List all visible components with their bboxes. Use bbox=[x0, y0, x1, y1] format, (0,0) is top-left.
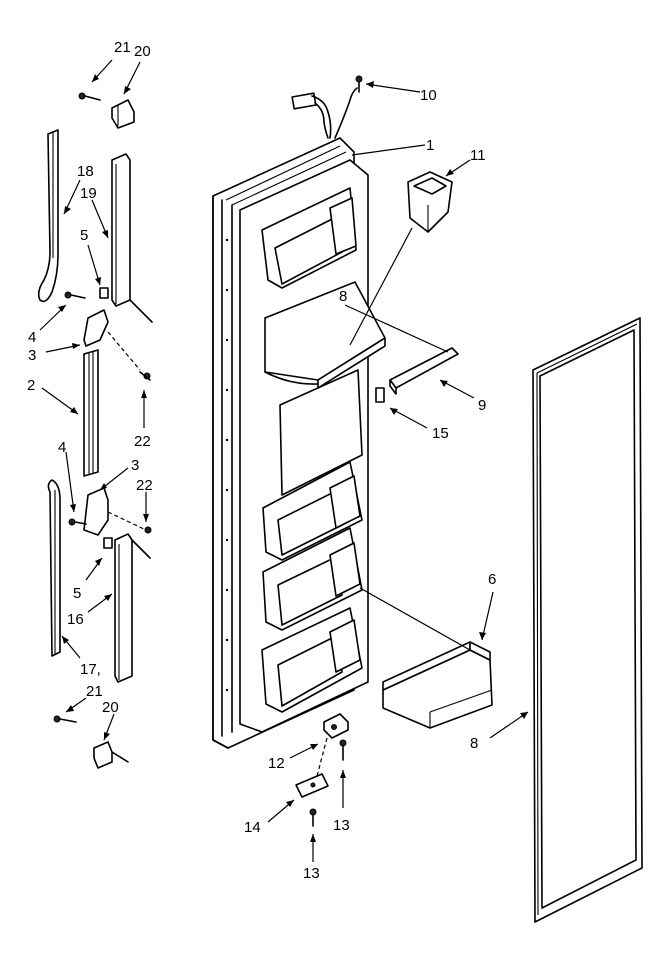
callout-20: 20 bbox=[102, 699, 119, 716]
callout-5: 5 bbox=[73, 585, 81, 602]
callout-3: 3 bbox=[28, 347, 36, 364]
callout-6: 6 bbox=[488, 571, 496, 588]
lower-channel bbox=[114, 533, 151, 683]
clip-15 bbox=[375, 387, 385, 403]
callout-15: 15 bbox=[432, 425, 449, 442]
callout-18: 18 bbox=[77, 163, 94, 180]
callout-9: 9 bbox=[478, 397, 486, 414]
screw-10 bbox=[355, 75, 363, 93]
lower-trim-strip bbox=[47, 479, 61, 657]
door-liner bbox=[212, 137, 386, 749]
upper-trim-strip bbox=[37, 129, 59, 303]
wire-harness bbox=[291, 87, 358, 139]
callout-1: 1 bbox=[426, 137, 434, 154]
callout-4: 4 bbox=[28, 329, 36, 346]
upper-hinge bbox=[64, 287, 151, 381]
callout-4: 4 bbox=[58, 439, 66, 456]
callout-16: 16 bbox=[67, 611, 84, 628]
callout-8: 8 bbox=[339, 288, 347, 305]
callout-3: 3 bbox=[131, 457, 139, 474]
callout-11: 11 bbox=[470, 147, 486, 164]
callout-14: 14 bbox=[244, 819, 261, 836]
callout-13: 13 bbox=[333, 817, 350, 834]
upper-channel bbox=[111, 153, 153, 323]
gasket-rivets bbox=[225, 238, 229, 692]
callout-22: 22 bbox=[136, 477, 153, 494]
door-gasket bbox=[532, 317, 643, 923]
leader-lines bbox=[39, 59, 529, 862]
callout-13: 13 bbox=[303, 865, 320, 882]
callout-21: 21 bbox=[114, 39, 131, 56]
top-hinge-cap bbox=[78, 92, 135, 129]
callout-8: 8 bbox=[470, 735, 478, 752]
callout-22: 22 bbox=[134, 433, 151, 450]
dispenser-chute bbox=[349, 171, 453, 346]
bottom-hinge-cap bbox=[53, 715, 129, 769]
callout-17: 17, bbox=[80, 661, 101, 678]
callout-2: 2 bbox=[27, 377, 35, 394]
callout-10: 10 bbox=[420, 87, 437, 104]
bottom-hinge-parts bbox=[295, 713, 349, 827]
door-bin bbox=[359, 587, 493, 729]
callout-labels: 1 2 3 3 4 4 5 5 6 8 9 10 11 12 13 13 14 … bbox=[27, 39, 496, 882]
callout-20: 20 bbox=[134, 43, 151, 60]
callout-21: 21 bbox=[86, 683, 103, 700]
lower-hinge bbox=[68, 487, 152, 549]
trim-strip: 8 bbox=[339, 288, 459, 395]
callout-5: 5 bbox=[80, 227, 88, 244]
callout-12: 12 bbox=[268, 755, 285, 772]
callout-19: 19 bbox=[80, 185, 97, 202]
hinge-trim bbox=[83, 349, 99, 477]
